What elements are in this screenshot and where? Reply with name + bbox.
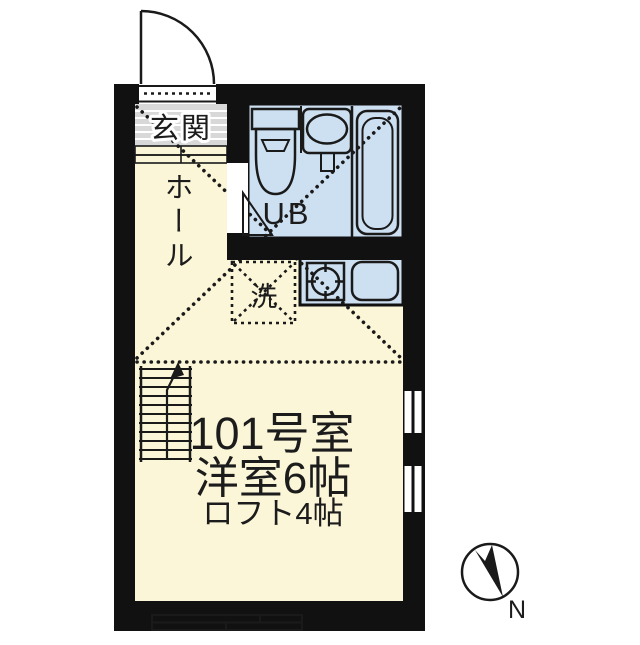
window-right-upper xyxy=(404,391,422,433)
entrance-door xyxy=(139,9,216,104)
windows xyxy=(151,391,422,631)
entrance-area xyxy=(134,104,228,164)
unit-bath-bottom-wall xyxy=(227,238,425,260)
stove-icon xyxy=(305,261,346,302)
room-number-label: 101号室 xyxy=(189,408,354,459)
room-size-label: 洋室6帖 xyxy=(195,454,351,503)
compass-needle xyxy=(475,545,503,597)
entrance-door-swing-arc xyxy=(140,9,216,85)
loft-size-label: ロフト4帖 xyxy=(202,496,343,531)
unit-bath-door-leaf xyxy=(242,189,274,236)
compass-icon: N xyxy=(460,542,526,624)
kitchen-sink-icon xyxy=(350,260,400,302)
window-right-lower xyxy=(404,466,422,512)
loft-ladder-icon xyxy=(139,362,192,462)
hall-label: ホール xyxy=(160,172,192,274)
entrance-label: 玄関 xyxy=(150,112,212,145)
washbasin-icon xyxy=(301,107,353,172)
unit-bath-door-opening xyxy=(227,163,248,233)
window-bottom xyxy=(151,614,303,631)
unit-bath-label: UB xyxy=(262,196,311,231)
compass-north-label: N xyxy=(508,596,526,624)
toilet-icon xyxy=(250,107,301,196)
bathtub-icon xyxy=(355,109,400,236)
kitchen-fixtures xyxy=(305,260,400,302)
unit-bath-fixtures xyxy=(250,106,400,237)
washing-machine-outline xyxy=(230,260,297,325)
loft-diagonal-1 xyxy=(135,105,403,360)
washing-machine-area xyxy=(230,260,297,325)
laundry-label: 洗 xyxy=(251,282,278,312)
entrance-opening xyxy=(139,84,216,104)
entrance-tile-stripes xyxy=(135,110,227,140)
